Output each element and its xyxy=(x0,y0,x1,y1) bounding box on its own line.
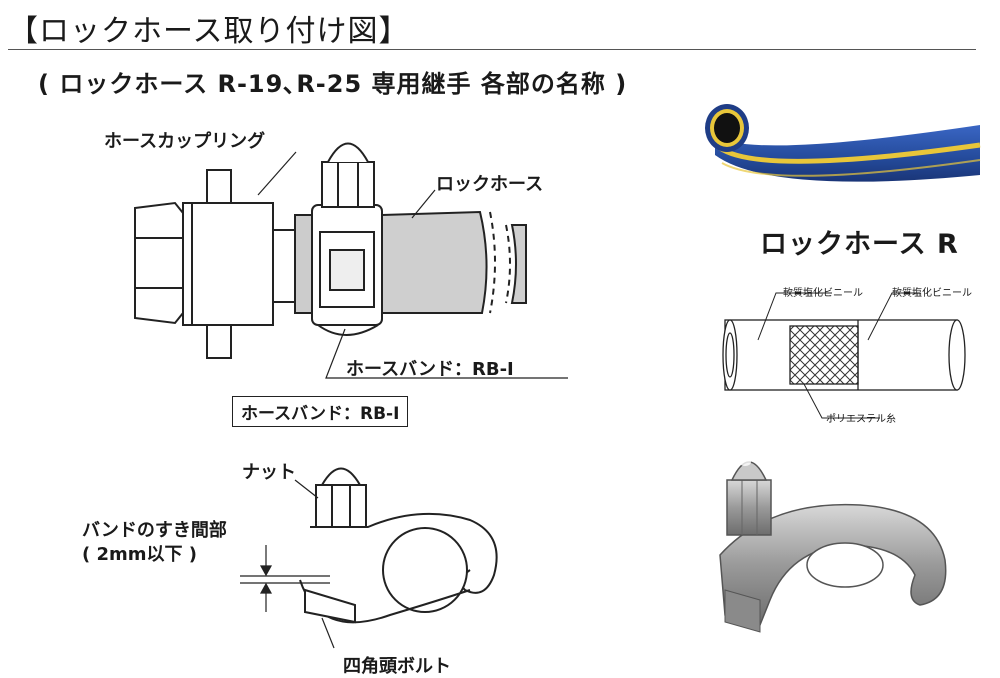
bolt-label: 四角頭ボルト xyxy=(343,656,451,677)
band-label: ホースバンド：RB-Ⅰ xyxy=(346,359,514,380)
leader-lines-top xyxy=(257,151,568,379)
title-divider xyxy=(8,49,976,50)
nut-label: ナット xyxy=(242,462,296,483)
hose-layer-diagram xyxy=(722,319,966,391)
page-title: 【ロックホース取り付け図】 xyxy=(8,14,410,49)
gap-label: バンドのすき間部 xyxy=(82,520,227,541)
layer-outer-label-2: 軟質塩化ビニール xyxy=(892,288,972,299)
layer-outer-label-1: 軟質塩化ビニール xyxy=(783,288,863,299)
layer-inner-label: ポリエステル糸 xyxy=(826,414,896,425)
leader-lines-bottom xyxy=(294,479,335,649)
clamp-photo xyxy=(719,458,947,633)
layer-leader-lines xyxy=(757,292,917,419)
coupling-label: ホースカップリング xyxy=(104,131,266,152)
gap-arrows xyxy=(259,545,273,612)
hose-label: ロックホース xyxy=(436,174,544,195)
product-name: ロックホース R xyxy=(760,229,959,260)
gap-spec-label: ( 2mm以下 ) xyxy=(82,544,198,565)
hose-photo xyxy=(705,104,981,182)
section-subtitle: ( ロックホース R-19､R-25 専用継手 各部の名称 ) xyxy=(38,70,628,98)
hose-band-drawing xyxy=(240,467,498,624)
band-box-label: ホースバンド：RB-Ⅰ xyxy=(232,396,409,427)
coupling-assembly-drawing xyxy=(134,142,527,359)
